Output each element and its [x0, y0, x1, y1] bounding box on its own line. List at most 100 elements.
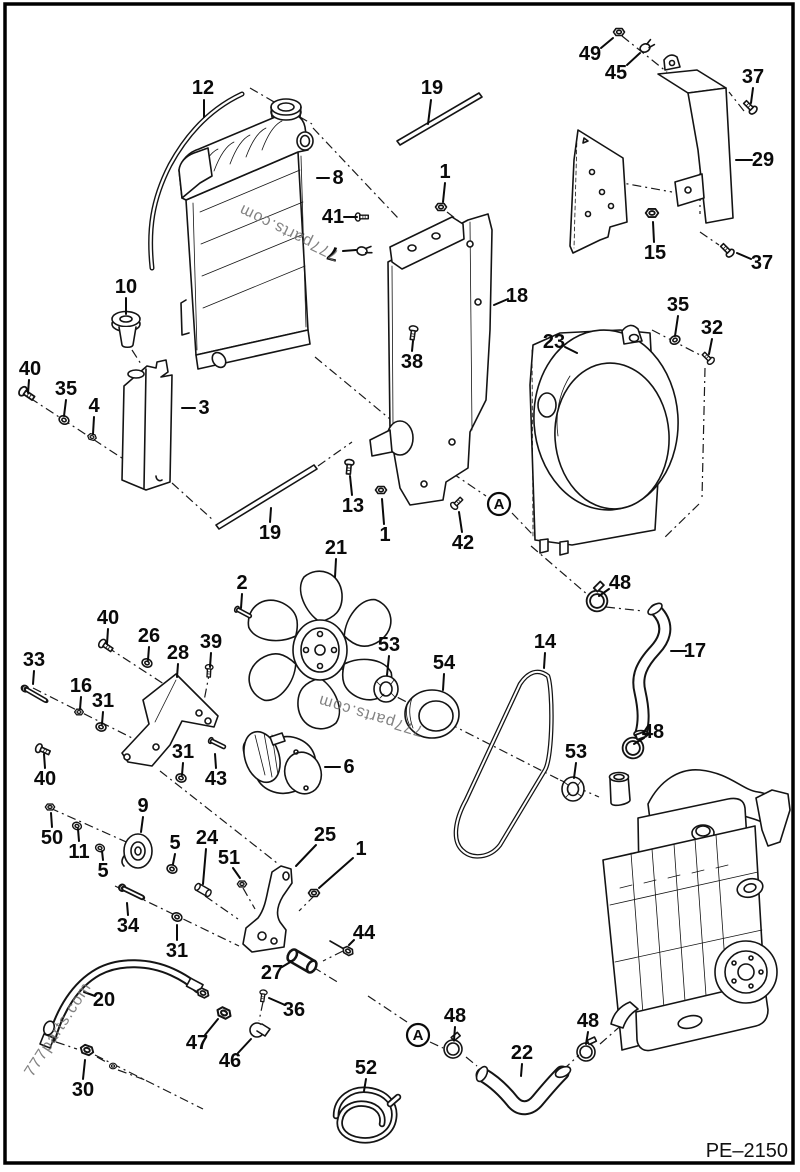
- leader-line-30: [82, 1059, 86, 1080]
- leader-line-18: [493, 298, 509, 306]
- baffle-plate-left: [569, 129, 628, 254]
- lower-radiator-hose: [475, 1065, 572, 1116]
- seal-strip-upper: [396, 92, 483, 146]
- part-label-26: 26: [138, 625, 160, 647]
- part-label-8: 8: [332, 167, 343, 189]
- leader-line-48: [453, 1026, 456, 1041]
- leader-line-40: [106, 628, 109, 645]
- leader-line-53: [573, 762, 577, 779]
- part-label-18: 18: [506, 285, 528, 307]
- leader-line-49: [600, 37, 614, 49]
- leader-line-15: [652, 221, 655, 243]
- fan-bracket: [121, 673, 219, 767]
- part-label-53: 53: [378, 634, 400, 656]
- part-label-31: 31: [172, 741, 194, 763]
- leader-line-11: [77, 828, 80, 842]
- leader-line-42: [458, 511, 463, 533]
- part-label-48: 48: [642, 721, 664, 743]
- part-label-5: 5: [97, 860, 108, 882]
- part-label-23: 23: [543, 331, 565, 353]
- part-label-11: 11: [68, 841, 89, 863]
- part-label-52: 52: [355, 1057, 377, 1079]
- part-label-25: 25: [314, 824, 336, 846]
- part-label-29: 29: [752, 149, 774, 171]
- part-label-35: 35: [55, 378, 77, 400]
- bearing-front: [373, 675, 399, 703]
- leader-line-43: [214, 753, 217, 769]
- fan: [239, 570, 401, 730]
- leader-line-50: [50, 812, 53, 828]
- leader-line-39: [209, 652, 212, 668]
- detail-marker-circle-1: [405, 1022, 431, 1048]
- part-label-4: 4: [88, 395, 100, 417]
- leader-line-1: [442, 182, 446, 203]
- part-label-1: 1: [379, 524, 390, 546]
- leader-line-23: [564, 346, 578, 354]
- part-label-12: 12: [192, 77, 214, 99]
- part-label-1: 1: [439, 161, 450, 183]
- part-label-44: 44: [353, 922, 376, 944]
- part-label-22: 22: [511, 1042, 533, 1064]
- leader-line-35: [674, 315, 679, 337]
- leader-line-13: [349, 475, 353, 496]
- seal-strip-lower: [215, 464, 318, 530]
- leader-line-54: [442, 673, 445, 691]
- bearing-rear: [561, 776, 585, 802]
- leader-line-22: [520, 1063, 523, 1077]
- part-label-45: 45: [605, 62, 627, 84]
- leader-line-7: [342, 249, 357, 252]
- part-label-37: 37: [751, 252, 773, 274]
- part-label-28: 28: [167, 642, 189, 664]
- part-label-48: 48: [609, 572, 631, 594]
- part-label-48: 48: [577, 1010, 599, 1032]
- part-label-5: 5: [169, 832, 180, 854]
- part-label-37: 37: [742, 66, 764, 88]
- coiled-hose: [332, 1086, 402, 1144]
- part-label-17: 17: [684, 640, 706, 662]
- leader-line-46: [237, 1038, 252, 1054]
- leader-line-51: [232, 867, 241, 879]
- leader-line-5: [172, 853, 176, 865]
- part-label-30: 30: [72, 1079, 94, 1101]
- leader-line-45: [626, 52, 641, 66]
- leader-line-47: [204, 1018, 219, 1036]
- leader-line-48: [633, 737, 645, 745]
- part-label-9: 9: [137, 795, 148, 817]
- part-label-31: 31: [166, 940, 188, 962]
- clip-46: [249, 1022, 271, 1038]
- part-label-48: 48: [444, 1005, 466, 1027]
- detail-markers: AA: [405, 491, 512, 1048]
- leader-line-38: [411, 340, 414, 352]
- part-label-53: 53: [565, 741, 587, 763]
- leader-line-37: [750, 87, 754, 104]
- leader-line-14: [543, 652, 546, 669]
- idler-pulley: [121, 833, 153, 869]
- baffle-plate-right: [657, 54, 734, 224]
- part-label-32: 32: [701, 317, 723, 339]
- leader-line-20: [83, 991, 96, 997]
- part-label-50: 50: [41, 827, 63, 849]
- part-label-10: 10: [115, 276, 137, 298]
- part-label-35: 35: [667, 294, 689, 316]
- fan-belt: [453, 669, 554, 859]
- leader-line-28: [176, 663, 179, 678]
- part-label-15: 15: [644, 242, 666, 264]
- part-label-13: 13: [342, 495, 364, 517]
- leader-line-21: [334, 558, 337, 578]
- leader-line-48: [598, 588, 610, 597]
- part-label-40: 40: [19, 358, 41, 380]
- leader-line-44: [348, 939, 355, 946]
- part-label-46: 46: [219, 1050, 241, 1072]
- leader-line-2: [240, 593, 243, 609]
- part-label-38: 38: [401, 351, 423, 373]
- part-label-40: 40: [34, 768, 56, 790]
- reservoir-cap: [111, 310, 141, 349]
- part-label-31: 31: [92, 690, 114, 712]
- part-label-7: 7: [325, 241, 341, 265]
- part-label-19: 19: [421, 77, 443, 99]
- leader-line-25: [295, 844, 317, 867]
- part-label-34: 34: [117, 915, 140, 937]
- fasteners: [16, 27, 760, 1070]
- leader-line-53: [386, 655, 390, 676]
